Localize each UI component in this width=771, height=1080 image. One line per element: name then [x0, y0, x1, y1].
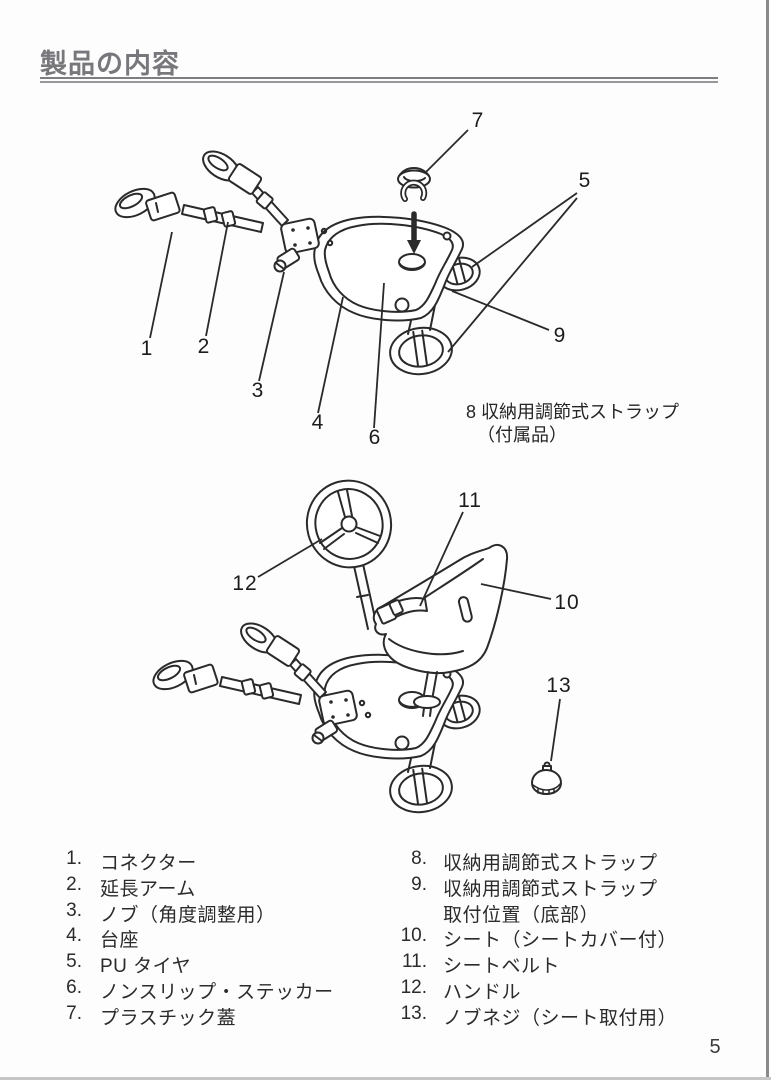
callout-9: 9: [553, 324, 567, 347]
parts-list-item: 8. 収納用調節式ストラップ: [390, 848, 677, 874]
strap-note-line1: 8 収納用調節式ストラップ: [466, 402, 680, 422]
callout-10: 10: [554, 591, 580, 614]
part-label: PU タイヤ: [100, 956, 192, 978]
parts-list-item: 5. PU タイヤ: [56, 951, 334, 977]
part-label: 収納用調節式ストラップ: [443, 853, 658, 874]
parts-list-item-continuation: 取付位置（底部）: [390, 900, 677, 926]
part-number: 11.: [401, 951, 427, 973]
handle-wheel: [305, 479, 393, 630]
callout-11: 11: [458, 489, 482, 512]
parts-list-left: 1. コネクター 2. 延長アーム 3. ノブ（角度調整用） 4. 台座 5. PU タイ…: [56, 848, 334, 1029]
parts-list-item: 6. ノンスリップ・ステッカー: [56, 977, 334, 1003]
callout-7: 7: [471, 109, 485, 132]
seat-belt: [375, 597, 428, 625]
parts-list-item: 12. ハンドル: [390, 977, 677, 1003]
part-number: 12.: [400, 976, 427, 998]
parts-list-item: 4. 台座: [56, 925, 334, 951]
parts-list-item: 9. 収納用調節式ストラップ: [390, 874, 677, 900]
part-number: 8.: [411, 848, 427, 869]
part-label: ハンドル: [443, 981, 522, 1003]
part-number: 4.: [66, 925, 82, 947]
part-number: 7.: [66, 1002, 82, 1024]
part-number: 5.: [66, 951, 82, 973]
part-number: 10.: [400, 925, 427, 947]
part-label: 収納用調節式ストラップ: [443, 878, 658, 900]
callout-6: 6: [368, 426, 382, 449]
plastic-cap-and-arrow: [397, 167, 431, 254]
leader-lines-bottom: [257, 511, 561, 762]
leader-lines-top: [149, 129, 578, 429]
callout-5: 5: [578, 169, 592, 192]
strap-note-line2: （付属品）: [477, 425, 567, 445]
part-number: 13.: [400, 1002, 427, 1024]
parts-list-item: 2. 延長アーム: [56, 874, 334, 900]
page-edge-bottom: [0, 1077, 771, 1080]
seat: [372, 544, 509, 717]
part-label: 台座: [100, 930, 140, 952]
part-label: コネクター: [100, 853, 197, 874]
callout-2: 2: [197, 335, 211, 358]
callout-12: 12: [232, 572, 258, 595]
page-title: 製品の内容: [40, 49, 180, 79]
parts-list-item: 3. ノブ（角度調整用）: [56, 900, 334, 926]
page-number: 5: [709, 1036, 721, 1058]
parts-list-item: 13. ノブネジ（シート取付用）: [390, 1003, 677, 1029]
part-number: 3.: [66, 899, 82, 921]
part-number: 9.: [411, 873, 427, 895]
parts-list-right: 8. 収納用調節式ストラップ 9. 収納用調節式ストラップ 取付位置（底部） 10.…: [390, 848, 677, 1029]
part-number: 1.: [66, 848, 82, 869]
callout-4: 4: [311, 411, 325, 434]
page-edge-right: [766, 0, 769, 1080]
parts-list-item: 11. シートベルト: [390, 951, 677, 977]
knob-screw: [531, 761, 562, 795]
parts-list-item: 1. コネクター: [56, 848, 334, 874]
callout-1: 1: [140, 337, 154, 360]
part-label: ノンスリップ・ステッカー: [100, 981, 334, 1003]
callout-3: 3: [251, 379, 265, 402]
parts-list-item: 10. シート（シートカバー付）: [390, 925, 677, 951]
part-label: 延長アーム: [100, 878, 196, 900]
part-label: シートベルト: [443, 956, 561, 978]
title-underline: [40, 77, 718, 83]
part-label: ノブ（角度調整用）: [100, 904, 276, 926]
part-number: 2.: [66, 873, 82, 895]
part-label: ノブネジ（シート取付用）: [443, 1007, 678, 1029]
part-label: プラスチック蓋: [100, 1007, 237, 1029]
part-label: 取付位置（底部）: [443, 904, 600, 926]
callout-13: 13: [546, 674, 572, 697]
part-number: 6.: [66, 976, 82, 998]
strap-note: 8 収納用調節式ストラップ （付属品）: [466, 401, 679, 447]
parts-list-item: 7. プラスチック蓋: [56, 1003, 334, 1029]
part-label: シート（シートカバー付）: [443, 930, 678, 952]
